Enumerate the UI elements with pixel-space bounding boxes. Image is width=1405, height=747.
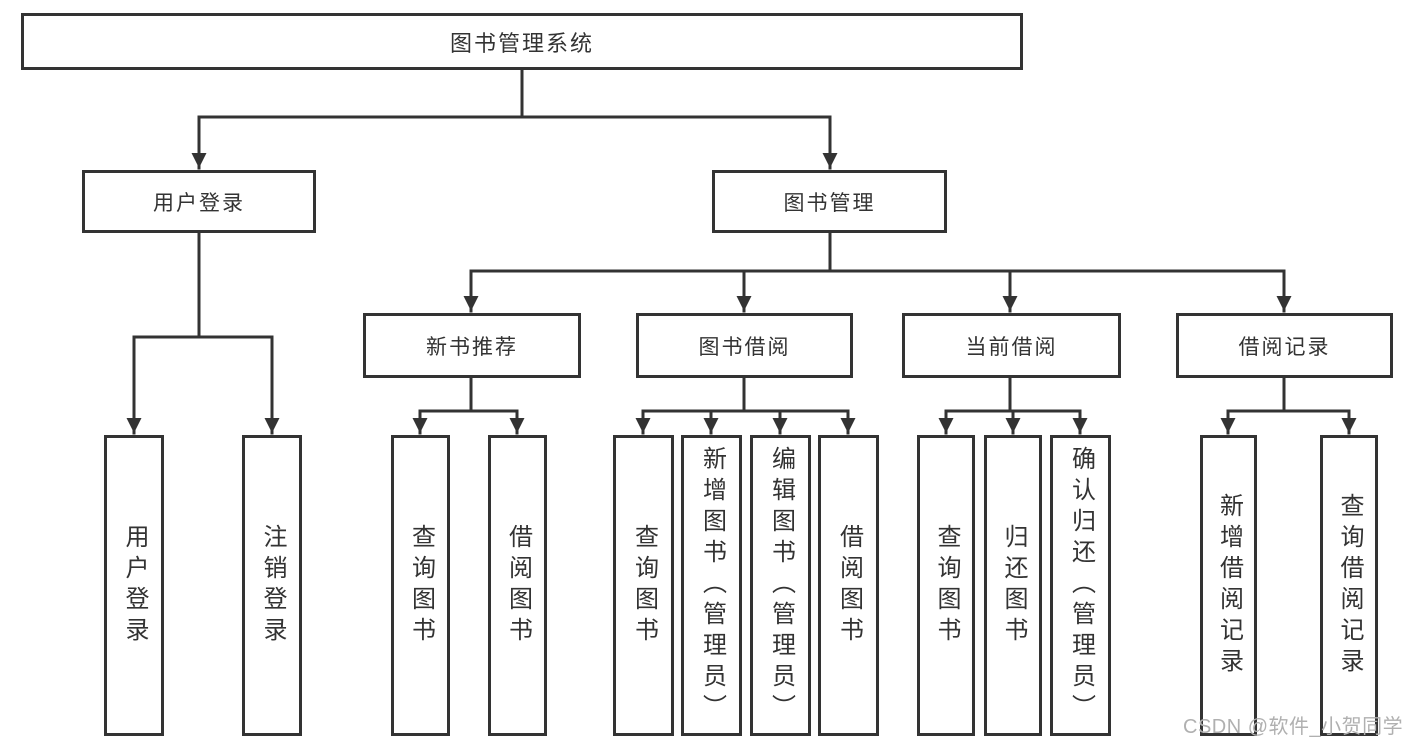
leaf-confirm-return-admin-label: 确认归还（管理员） [1067,446,1095,725]
leaf-borrow-book-label: 借阅图书 [835,523,863,648]
leaf-query-books-recommend-label: 查询图书 [407,523,435,648]
leaf-query-books-current-label: 查询图书 [933,523,960,648]
node-library-management-system: 图书管理系统 [21,13,1023,70]
leaf-user-login-label: 用户登录 [121,523,148,648]
leaf-return-book: 归还图书 [984,435,1042,736]
leaf-edit-book-admin-label: 编辑图书（管理员） [767,446,795,725]
node-library-management-system-label: 图书管理系统 [449,30,594,56]
node-book-borrowing: 图书借阅 [636,313,853,378]
leaf-query-books-current: 查询图书 [917,435,975,736]
node-new-book-recommendation-label: 新书推荐 [426,335,518,359]
csdn-watermark: CSDN @软件_小贺同学 [1183,716,1404,738]
leaf-add-book-admin-label: 新增图书（管理员） [698,446,726,725]
leaf-borrow-books-recommend-label: 借阅图书 [504,523,532,648]
leaf-add-borrow-record-label: 新增借阅记录 [1215,492,1243,679]
node-new-book-recommendation: 新书推荐 [363,313,581,378]
node-book-borrowing-label: 图书借阅 [698,335,791,359]
leaf-borrow-book: 借阅图书 [818,435,879,736]
leaf-return-book-label: 归还图书 [1000,523,1027,648]
node-borrowing-records-label: 借阅记录 [1238,335,1331,359]
leaf-query-books-borrow: 查询图书 [613,435,674,736]
node-user-login: 用户登录 [82,170,316,233]
leaf-add-borrow-record: 新增借阅记录 [1200,435,1257,736]
leaf-confirm-return-admin: 确认归还（管理员） [1050,435,1111,736]
leaf-user-login: 用户登录 [104,435,164,736]
leaf-query-books-borrow-label: 查询图书 [630,523,658,648]
leaf-query-books-recommend: 查询图书 [391,435,450,736]
node-current-borrowing-label: 当前借阅 [965,335,1058,359]
leaf-edit-book-admin: 编辑图书（管理员） [750,435,811,736]
leaf-logout-login-label: 注销登录 [259,523,286,648]
node-book-management: 图书管理 [712,170,947,233]
leaf-add-book-admin: 新增图书（管理员） [681,435,742,736]
leaf-query-borrow-record: 查询借阅记录 [1320,435,1378,736]
leaf-query-borrow-record-label: 查询借阅记录 [1336,492,1363,679]
leaf-logout-login: 注销登录 [242,435,302,736]
node-current-borrowing: 当前借阅 [902,313,1121,378]
node-book-management-label: 图书管理 [783,191,876,215]
node-user-login-label: 用户登录 [153,191,245,215]
leaf-borrow-books-recommend: 借阅图书 [488,435,547,736]
node-borrowing-records: 借阅记录 [1176,313,1393,378]
